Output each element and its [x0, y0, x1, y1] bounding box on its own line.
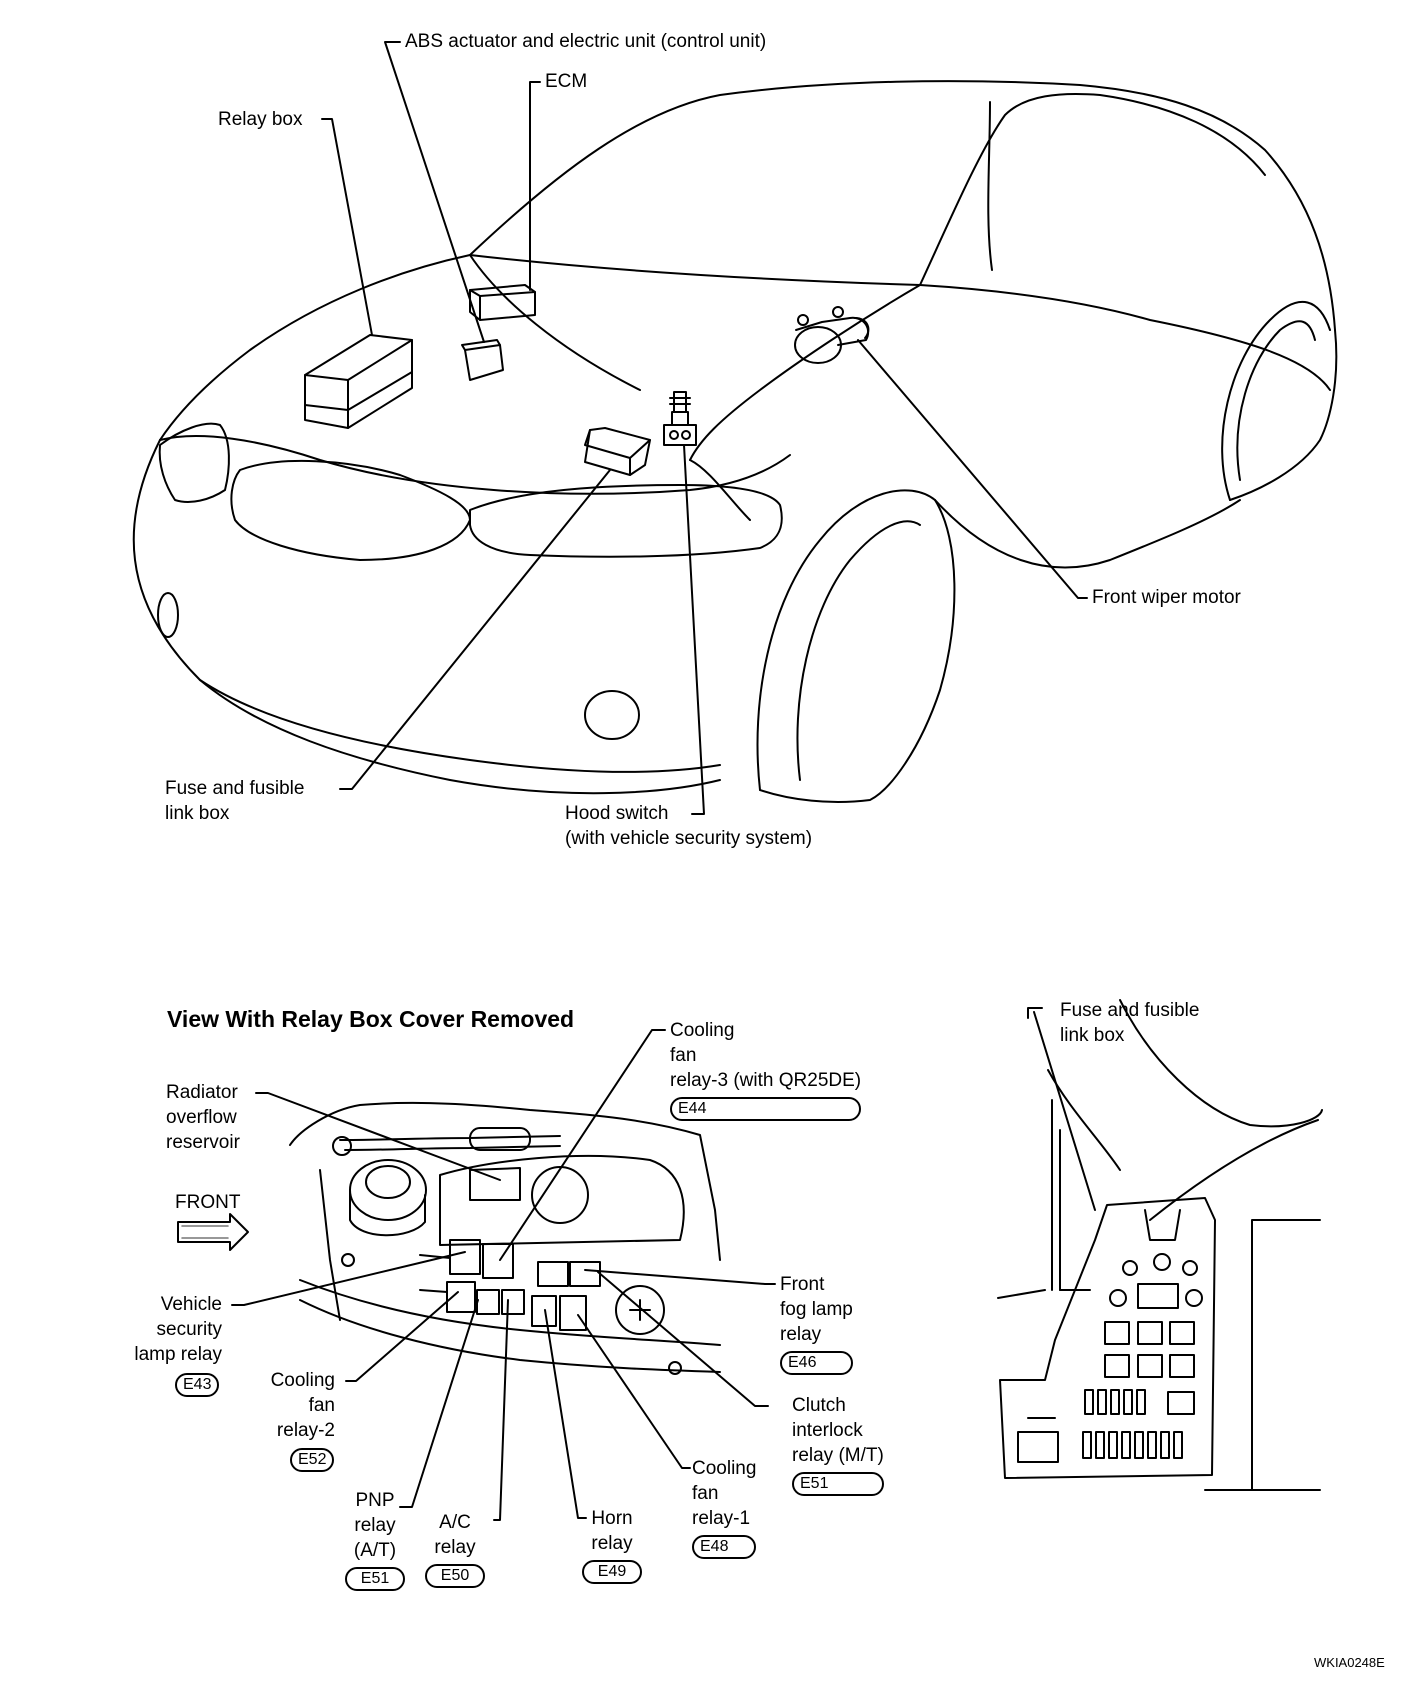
front-wiper-motor-label: Front wiper motor: [1092, 587, 1241, 608]
connector-e52: E52: [290, 1448, 335, 1472]
front-label: FRONT: [175, 1192, 241, 1213]
ac-relay-label: A/C relay E50: [425, 1510, 485, 1588]
top-leaders: [321, 41, 1088, 815]
clutch-interlock-relay-label: Clutch interlock relay (M/T) E51: [792, 1393, 884, 1496]
connector-e48: E48: [692, 1535, 757, 1559]
relay-box-view-drawing: [289, 1101, 721, 1375]
cooling-fan-relay-2-label: Cooling fan relay-2: [270, 1370, 335, 1441]
radiator-label: Radiator overflow reservoir: [166, 1082, 240, 1153]
car-outline: [132, 80, 1338, 803]
connector-e50: E50: [425, 1564, 485, 1588]
connector-e51-pnp: E51: [345, 1567, 405, 1591]
vehicle-security-lamp-relay-label: Vehicle security lamp relay: [134, 1294, 222, 1365]
front-arrow-icon: [177, 1213, 249, 1251]
fuse-box-label: Fuse and fusible link box: [165, 778, 305, 824]
abs-label: ABS actuator and electric unit (control …: [405, 31, 767, 52]
ecm-label: ECM: [545, 71, 588, 92]
hood-switch-shape: [663, 391, 697, 446]
cooling-fan-relay-3-label: Cooling fan relay-3 (with QR25DE) E44: [670, 1018, 862, 1121]
figure-code: WKIA0248E: [1314, 1655, 1385, 1670]
wiper-motor-shape: [794, 306, 870, 364]
relay-box-label: Relay box: [218, 109, 303, 130]
pnp-relay-label: PNP relay (A/T) E51: [345, 1488, 405, 1591]
abs-unit-shape: [461, 339, 504, 381]
relay-box-shape: [304, 334, 413, 429]
relay-leaders: [231, 1029, 776, 1521]
front-fog-lamp-relay-label: Front fog lamp relay E46: [780, 1272, 853, 1375]
horn-relay-label: Horn relay E49: [582, 1506, 642, 1584]
connector-e43: E43: [175, 1373, 220, 1397]
hood-switch-label: Hood switch (with vehicle security syste…: [565, 803, 813, 849]
connector-e49: E49: [582, 1560, 642, 1584]
vehicle-security-connector: E43: [175, 1369, 220, 1397]
fuse-box-shape: [584, 427, 651, 476]
connector-e46: E46: [780, 1351, 853, 1375]
fuse-box-view-drawing: [997, 999, 1323, 1491]
connector-e44: E44: [670, 1097, 862, 1121]
connector-e51-clutch: E51: [792, 1472, 884, 1496]
cooling-fan-2-connector: E52: [290, 1444, 335, 1472]
fuse-view-label: Fuse and fusible link box: [1060, 1000, 1200, 1046]
relay-view-title: View With Relay Box Cover Removed: [167, 1006, 575, 1032]
cooling-fan-relay-1-label: Cooling fan relay-1 E48: [692, 1456, 757, 1559]
ecm-shape: [469, 284, 536, 321]
